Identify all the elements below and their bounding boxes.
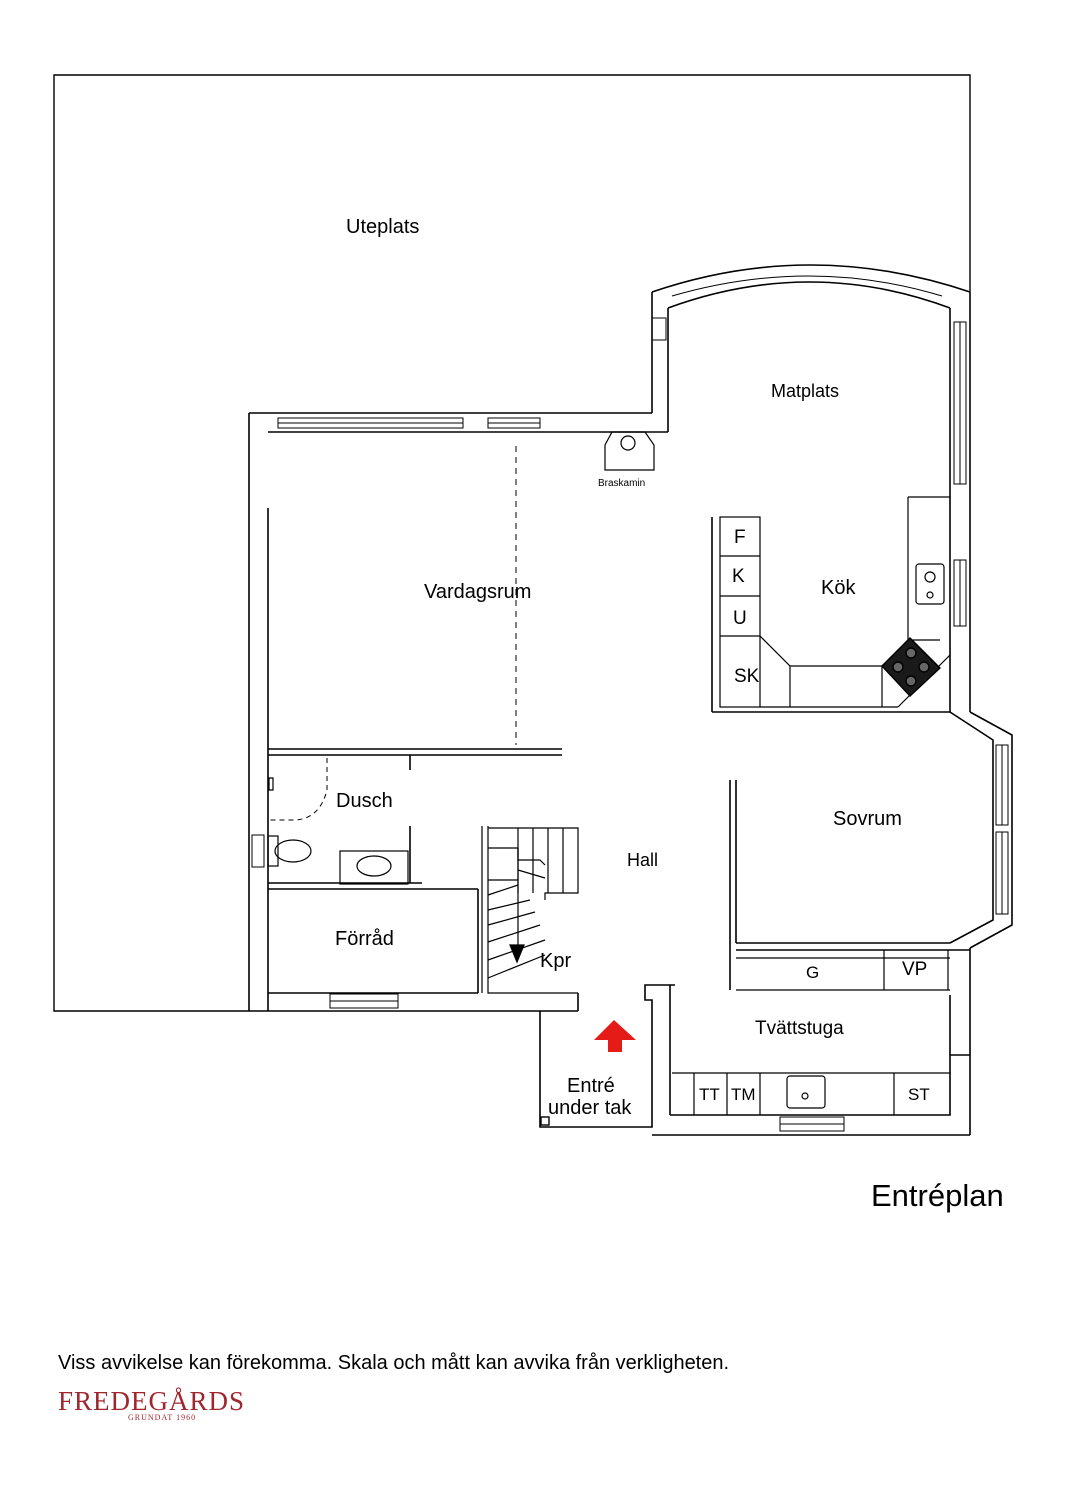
fixture-label-sk: SK: [734, 666, 760, 687]
interior-walls: [268, 517, 970, 993]
bathroom-fixtures: [267, 777, 409, 885]
room-label-kok: Kök: [821, 577, 856, 599]
shower-curtain: [268, 758, 328, 821]
fixture-label-tt: TT: [699, 1085, 720, 1104]
room-label-matplats: Matplats: [771, 381, 839, 401]
room-label-under-tak: under tak: [548, 1097, 632, 1119]
room-label-kpr: Kpr: [540, 950, 571, 972]
brand-logo: FREDEGÅRDS GRUNDAT 1960: [58, 1386, 268, 1426]
room-label-dusch: Dusch: [336, 790, 393, 812]
room-label-hall: Hall: [627, 850, 658, 870]
plot-boundary: [53, 74, 971, 1012]
room-label-sovrum: Sovrum: [833, 808, 902, 830]
room-label-tvattstuga: Tvättstuga: [755, 1018, 844, 1039]
room-label-braskamin: Braskamin: [598, 478, 645, 489]
staircase: [481, 826, 579, 994]
kitchen-cabinets: [719, 496, 951, 708]
fixture-label-st: ST: [908, 1085, 930, 1104]
windows: [251, 275, 1009, 1132]
room-label-vardagsrum: Vardagsrum: [424, 581, 531, 603]
entry-arrow-icon: [594, 1020, 636, 1052]
fixture-label-g: G: [806, 963, 819, 982]
porch-post: [540, 1116, 550, 1126]
fixture-label-tm: TM: [731, 1085, 756, 1104]
brand-tagline: GRUNDAT 1960: [128, 1413, 197, 1422]
laundry-fixtures: [672, 950, 950, 1115]
stove-icon: [881, 637, 942, 697]
room-label-entre: Entré: [567, 1075, 615, 1097]
fixture-label-k: K: [732, 566, 745, 587]
room-label-uteplats: Uteplats: [346, 216, 419, 238]
fireplace-icon: [604, 431, 655, 471]
plan-title: Entréplan: [871, 1178, 1004, 1213]
room-label-forrad: Förråd: [335, 928, 394, 950]
fixture-label-vp: VP: [902, 959, 927, 980]
fixture-label-u: U: [733, 608, 747, 629]
exterior-walls: [248, 264, 1013, 1136]
fixture-label-f: F: [734, 527, 746, 548]
brand-name: FREDEGÅRDS: [58, 1386, 246, 1416]
disclaimer: Viss avvikelse kan förekomma. Skala och …: [58, 1352, 730, 1374]
